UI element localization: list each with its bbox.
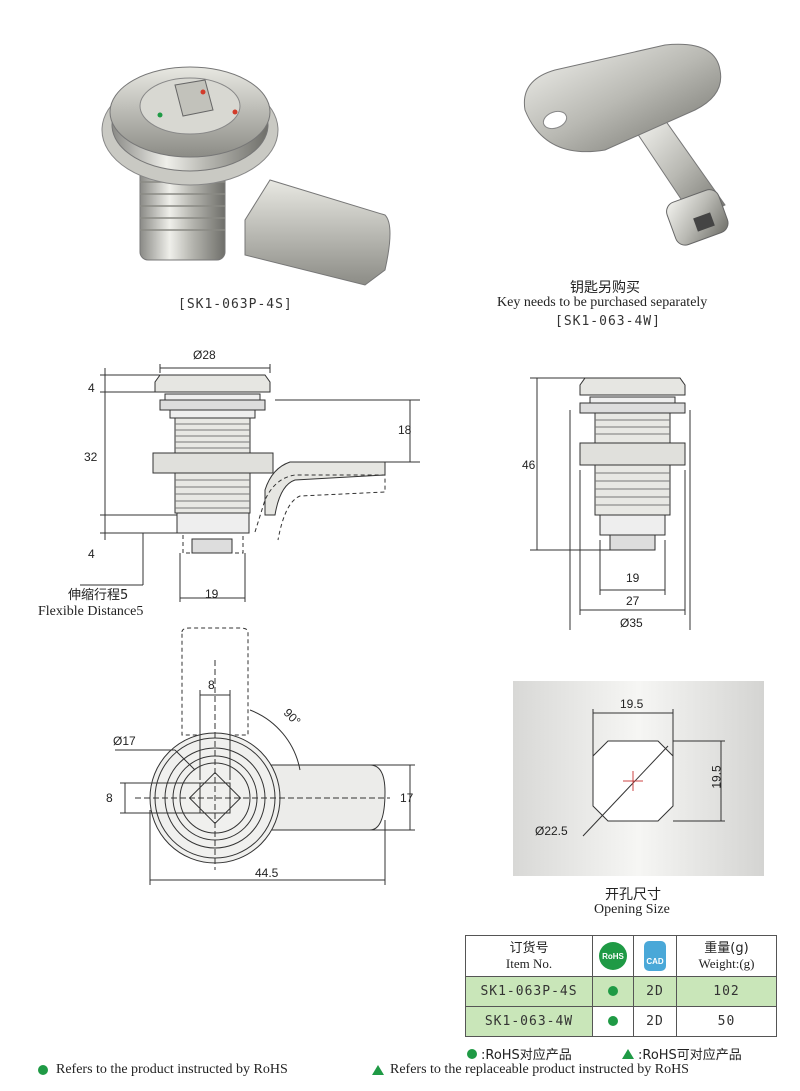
footer-rohs-text: Refers to the product instructed by RoHS xyxy=(56,1062,288,1077)
header-weight-en: Weight:(g) xyxy=(698,956,755,971)
rohs-triangle-icon xyxy=(622,1048,634,1059)
row-item: SK1-063-4W xyxy=(465,1006,593,1037)
dim-d17: Ø17 xyxy=(113,734,136,748)
flex-distance-cn: 伸缩行程5 xyxy=(68,588,129,603)
dim-d35: Ø35 xyxy=(620,616,643,630)
rohs-dot-icon xyxy=(467,1048,477,1059)
rohs-dot-icon xyxy=(608,1016,618,1026)
spec-table: 订货号 Item No. RoHS CAD 重量(g) Weight:(g) S… xyxy=(465,935,777,1037)
table-row: SK1-063-4W 2D 50 xyxy=(465,1006,777,1037)
dim-h18: 18 xyxy=(398,423,412,437)
dim-d28: Ø28 xyxy=(193,348,216,362)
row-cad: 2D xyxy=(633,1006,677,1037)
cad-badge-text: CAD xyxy=(646,957,664,966)
side-view-drawing xyxy=(80,364,420,602)
legend-rohs-replaceable: :RoHS可对应产品 xyxy=(622,1044,742,1063)
footer-rohs: Refers to the product instructed by RoHS xyxy=(38,1062,288,1078)
dim-h32: 32 xyxy=(84,450,98,464)
opening-height: 19.5 xyxy=(709,765,724,789)
rohs-dot-icon xyxy=(38,1065,48,1075)
opening-diag: Ø22.5 xyxy=(535,824,568,838)
rohs-badge-icon: RoHS xyxy=(599,942,627,970)
legend-replaceable-text: :RoHS可对应产品 xyxy=(638,1048,742,1063)
row-item: SK1-063P-4S xyxy=(465,976,593,1007)
key-note-en: Key needs to be purchased separately xyxy=(497,295,708,310)
opening-size-drawing xyxy=(513,681,764,876)
key-photo xyxy=(523,43,729,246)
table-header-row: 订货号 Item No. RoHS CAD 重量(g) Weight:(g) xyxy=(465,935,777,977)
rohs-header: RoHS xyxy=(592,935,634,977)
dim-w19-2: 19 xyxy=(626,571,640,585)
opening-label-cn: 开孔尺寸 xyxy=(605,887,661,903)
table-row: SK1-063P-4S 2D 102 xyxy=(465,976,777,1007)
header-weight-cn: 重量(g) xyxy=(704,941,749,956)
dim-h4-bot: 4 xyxy=(88,547,95,561)
dim-w27: 27 xyxy=(626,594,640,608)
row-weight: 102 xyxy=(676,976,777,1007)
header-item-cn: 订货号 xyxy=(509,941,549,956)
top-view-drawing xyxy=(115,627,415,885)
lock-model-label: [SK1-063P-4S] xyxy=(178,297,293,312)
row-rohs xyxy=(592,976,634,1007)
lock-photo xyxy=(101,66,391,286)
rohs-badge-text: RoHS xyxy=(602,951,624,961)
key-model-label: [SK1-063-4W] xyxy=(555,314,661,329)
rohs-dot-icon xyxy=(608,986,618,996)
row-cad: 2D xyxy=(633,976,677,1007)
footer-replaceable: Refers to the replaceable product instru… xyxy=(372,1062,689,1078)
dim-w445: 44.5 xyxy=(255,866,279,880)
dim-h46: 46 xyxy=(522,458,536,472)
cad-header: CAD xyxy=(633,935,677,977)
header-item-en: Item No. xyxy=(505,956,553,971)
legend-rohs: :RoHS对应产品 xyxy=(467,1044,572,1063)
row-rohs xyxy=(592,1006,634,1037)
dim-h8: 8 xyxy=(106,791,113,805)
flex-distance-en: Flexible Distance5 xyxy=(38,604,144,619)
dim-h17: 17 xyxy=(400,791,414,805)
key-note-cn: 钥匙另购买 xyxy=(570,280,640,296)
opening-label-en: Opening Size xyxy=(594,902,670,917)
dim-w19: 19 xyxy=(205,587,219,601)
cad-badge-icon: CAD xyxy=(644,941,666,971)
dim-h4-top: 4 xyxy=(88,381,95,395)
opening-width: 19.5 xyxy=(620,697,644,711)
rohs-triangle-icon xyxy=(372,1065,384,1075)
footer-replaceable-text: Refers to the replaceable product instru… xyxy=(390,1062,689,1077)
side-view-2-drawing xyxy=(530,377,691,630)
row-weight: 50 xyxy=(676,1006,777,1037)
legend-rohs-text: :RoHS对应产品 xyxy=(481,1048,572,1063)
dim-w8: 8 xyxy=(208,678,215,692)
